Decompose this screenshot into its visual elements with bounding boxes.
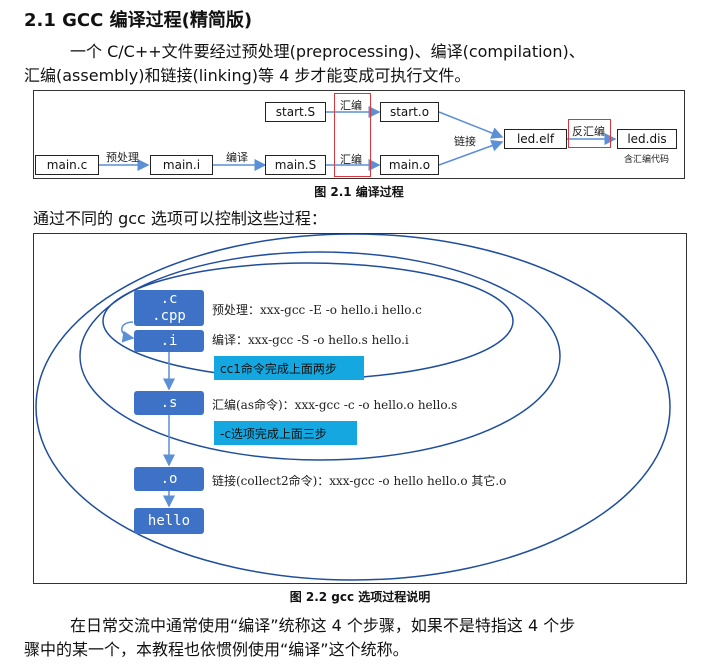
- note-cc1: cc1命令完成上面两步: [214, 356, 364, 380]
- middle-text: 通过不同的 gcc 选项可以控制这些过程：: [33, 209, 327, 228]
- intro-line-1: 一个 C/C++文件要经过预处理(preprocessing)、编译(compi…: [70, 42, 585, 61]
- box-main-o: main.o: [380, 155, 439, 175]
- box-led-elf: led.elf: [504, 129, 567, 149]
- figure2-frame: [33, 233, 687, 584]
- intro-line-2: 汇编(assembly)和链接(linking)等 4 步才能变成可执行文件。: [24, 66, 471, 85]
- stage-c-cpp: .c .cpp: [134, 290, 204, 326]
- stage-hello: hello: [134, 508, 204, 534]
- stage-s: .s: [134, 391, 204, 415]
- cmd-assemble: 汇编(as命令)：xxx-gcc -c -o hello.o hello.s: [212, 398, 458, 412]
- box-start-o: start.o: [380, 102, 439, 122]
- stage-c-label: .c: [160, 291, 178, 307]
- box-main-c: main.c: [35, 155, 99, 175]
- box-main-S: main.S: [265, 155, 326, 175]
- ellipse-c-option: [79, 251, 561, 461]
- label-compile: 编译: [226, 151, 248, 164]
- box-led-dis: led.dis: [617, 129, 677, 149]
- stage-o: .o: [134, 467, 204, 491]
- closing-line-2: 骤中的某一个，本教程也依惯例使用“编译”这个统称。: [24, 640, 409, 659]
- box-start-S: start.S: [265, 102, 326, 122]
- label-asm-code-note: 含汇编代码: [624, 155, 670, 165]
- figure2-caption: 图 2.2 gcc 选项过程说明: [289, 590, 431, 604]
- cmd-link: 链接(collect2命令)：xxx-gcc -o hello hello.o …: [212, 474, 507, 488]
- label-preprocess: 预处理: [106, 151, 139, 164]
- highlight-assemble: [334, 93, 371, 177]
- cmd-compile: 编译：xxx-gcc -S -o hello.s hello.i: [212, 333, 409, 347]
- label-assemble-top: 汇编: [340, 99, 362, 112]
- figure1-frame: [33, 90, 685, 179]
- note-c-option: -c选项完成上面三步: [214, 421, 357, 445]
- label-link: 链接: [454, 135, 476, 148]
- figure1-caption: 图 2.1 编译过程: [314, 185, 404, 199]
- section-heading: 2.1 GCC 编译过程(精简版): [24, 10, 253, 31]
- label-assemble-bottom: 汇编: [340, 153, 362, 166]
- cmd-preprocess: 预处理：xxx-gcc -E -o hello.i hello.c: [212, 303, 422, 317]
- highlight-disassemble: [568, 119, 611, 148]
- stage-cpp-label: .cpp: [152, 308, 186, 324]
- label-disassemble: 反汇编: [572, 125, 605, 138]
- ellipse-full-build: [35, 233, 671, 581]
- box-main-i: main.i: [150, 155, 213, 175]
- closing-line-1: 在日常交流中通常使用“编译”统称这 4 个步骤，如果不是特指这 4 个步: [70, 616, 576, 635]
- stage-i: .i: [134, 330, 204, 352]
